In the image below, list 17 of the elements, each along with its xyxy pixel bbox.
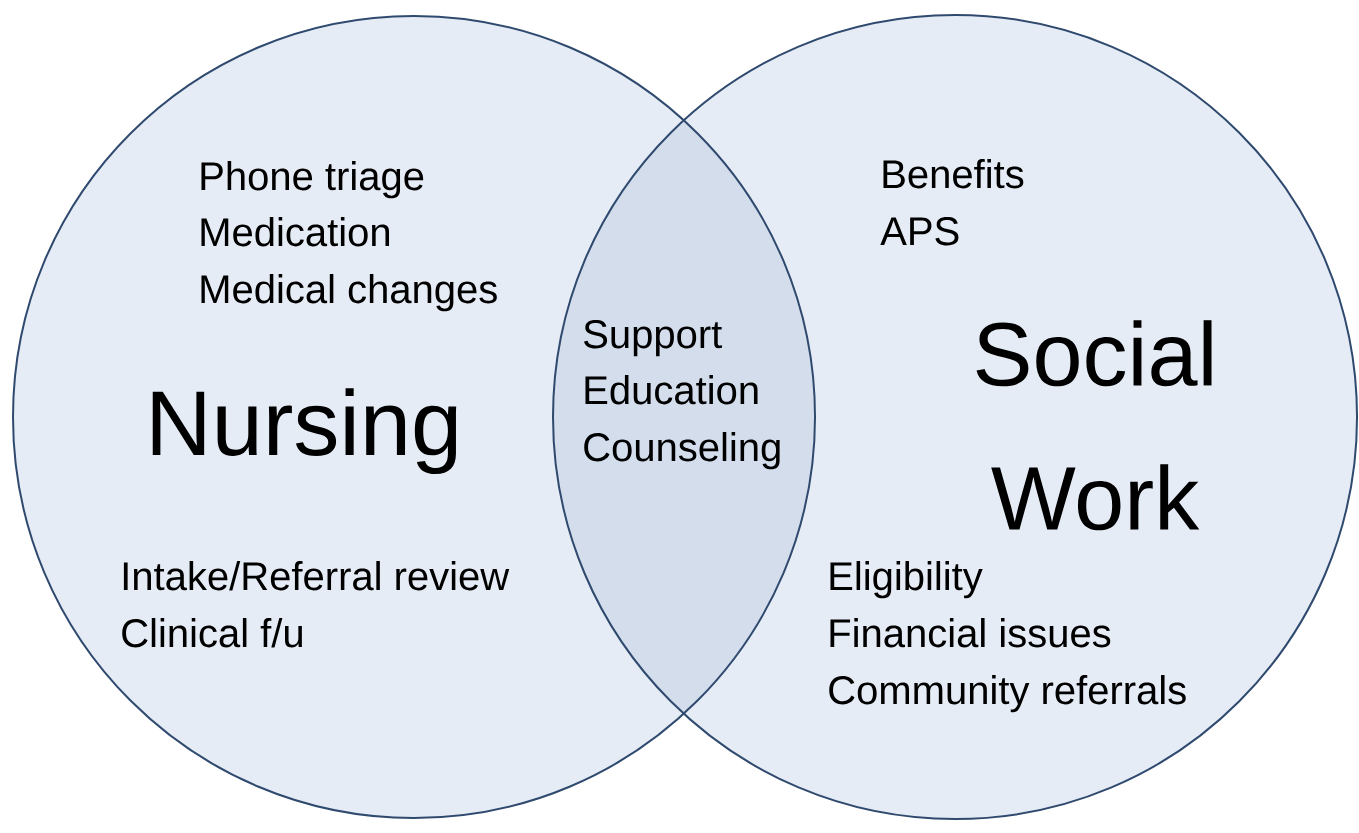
item-text: Phone triage [201, 161, 424, 199]
item-text: Medication [201, 217, 389, 247]
item-text: Community referrals [829, 675, 1186, 713]
item-text: Clinical f/u [122, 618, 302, 648]
item-text: Eligibility [830, 561, 983, 599]
circle-title: Social Work [976, 320, 1212, 531]
item-text: APS [880, 217, 959, 246]
item-text: Counseling [584, 432, 780, 470]
circle-title: Nursing [152, 388, 457, 475]
venn-circle [12, 15, 816, 819]
item-text: Medical changes [201, 274, 497, 312]
item-text: Benefits [883, 159, 1024, 189]
item-text: Education [585, 375, 758, 405]
venn-circle [552, 14, 1358, 820]
item-text: Financial issues [830, 618, 1111, 648]
item-text: Support [584, 320, 722, 357]
item-text: Intake/Referral review [123, 561, 510, 591]
